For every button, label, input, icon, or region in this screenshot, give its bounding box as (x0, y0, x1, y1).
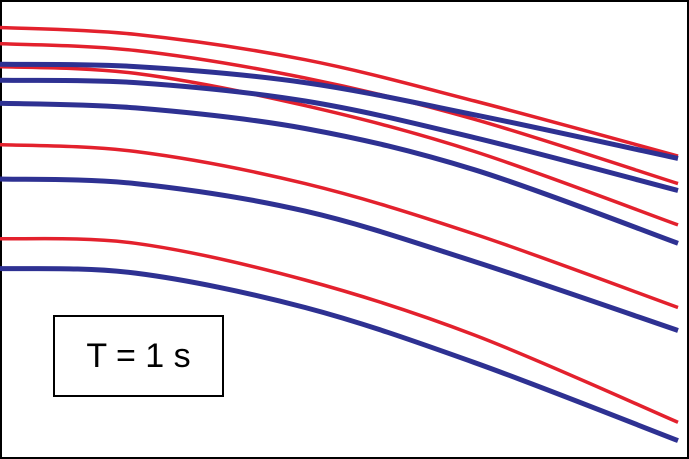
blue-series-line-10 (0, 266, 679, 443)
red-series-line-3 (0, 64, 679, 227)
blue-series-line-9 (0, 176, 679, 333)
blue-series-line-8 (0, 100, 679, 246)
red-series-line-2 (0, 41, 679, 186)
annotation-text: T = 1 s (86, 336, 191, 375)
red-series-line-4 (0, 142, 679, 310)
red-series-line-5 (0, 236, 679, 424)
blue-series-line-6 (0, 61, 679, 161)
red-series-line-1 (0, 25, 679, 158)
annotation-box: T = 1 s (53, 315, 224, 397)
blue-series-line-7 (0, 77, 679, 193)
